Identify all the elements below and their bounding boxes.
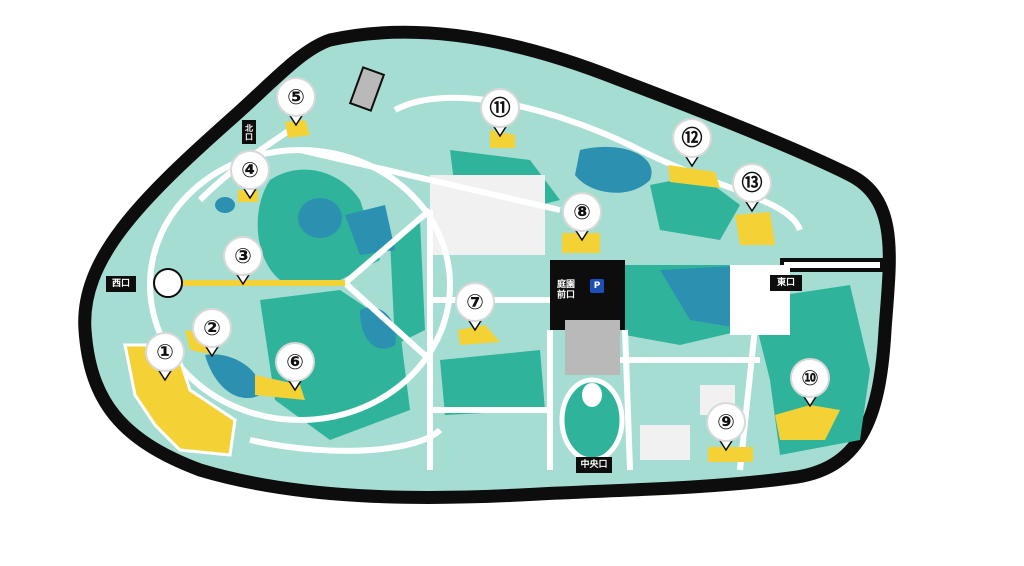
building-south	[640, 425, 690, 460]
map-pin-label: ⑫	[682, 126, 703, 150]
zone-8	[562, 233, 600, 253]
map-pin-circle	[230, 150, 270, 190]
zone-12	[668, 165, 720, 188]
map-pin-circle	[562, 192, 602, 232]
map-pin-label: ⑩	[801, 366, 819, 390]
map-pin-circle	[706, 402, 746, 442]
gate-garden-front[interactable]: 庭園前口	[552, 275, 580, 305]
building-plaza	[565, 320, 620, 375]
forest-center	[390, 220, 425, 345]
map-pin-6[interactable]: ⑥	[275, 342, 315, 392]
map-pin-circle	[275, 342, 315, 382]
zone-7	[458, 325, 500, 345]
map-pin-label: ⑦	[466, 290, 484, 314]
gate-center[interactable]: 中央口	[576, 457, 612, 473]
building-north-dark	[348, 66, 386, 112]
map-pin-label: ④	[241, 158, 259, 182]
map-pin-label: ⑥	[286, 350, 304, 374]
map-pin-2[interactable]: ②	[192, 308, 232, 358]
zone-10	[775, 405, 840, 440]
west-gate-plaza	[153, 268, 183, 298]
map-pin-circle	[192, 308, 232, 348]
map-pin-circle	[672, 118, 712, 158]
pin-layer: ① ② ③ ④ ⑤ ⑥ ⑦ ⑧ ⑨ ⑩ ⑪ ⑫ ⑬	[145, 77, 830, 452]
forest-center-south	[440, 350, 545, 415]
map-pin-circle	[732, 163, 772, 203]
zone-6	[255, 375, 305, 400]
pond-garden	[205, 354, 261, 399]
pond-northwest	[215, 197, 235, 213]
map-pin-12[interactable]: ⑫	[672, 118, 712, 168]
map-pin-8[interactable]: ⑧	[562, 192, 602, 242]
zone-9	[708, 447, 753, 462]
gate-east-label: 東口	[777, 276, 795, 288]
map-pin-circle	[145, 332, 185, 372]
map-pin-label: ②	[203, 316, 221, 340]
pond-north	[575, 146, 652, 193]
gate-east[interactable]: 東口	[770, 275, 802, 291]
parking-sign	[590, 279, 604, 293]
map-pin-10[interactable]: ⑩	[790, 358, 830, 408]
map-pin-label: ⑧	[573, 200, 591, 224]
building-central-block	[430, 175, 545, 255]
gate-north-label: 北口	[245, 123, 253, 141]
zone-11	[490, 130, 515, 148]
gate-west-label: 西口	[112, 278, 130, 289]
map-pin-9[interactable]: ⑨	[706, 402, 746, 452]
map-pin-13[interactable]: ⑬	[732, 163, 772, 213]
gate-west[interactable]: 西口	[106, 276, 136, 292]
map-pin-label: ⑨	[717, 410, 735, 434]
map-pin-circle	[455, 282, 495, 322]
map-pin-label: ⑪	[490, 96, 511, 120]
parking-label: P	[594, 281, 601, 291]
map-pin-label: ⑬	[742, 171, 763, 195]
gate-north[interactable]: 北口	[242, 120, 256, 144]
pond-west	[298, 198, 342, 238]
map-pin-7[interactable]: ⑦	[455, 282, 495, 332]
pond-center	[345, 205, 395, 255]
path-network	[147, 94, 803, 471]
gate-center-label: 中央口	[580, 458, 607, 470]
gate-garden-front-label: 庭園前口	[557, 278, 575, 300]
map-pin-5[interactable]: ⑤	[276, 77, 316, 127]
map-pin-circle	[790, 358, 830, 398]
map-pin-circle	[276, 77, 316, 117]
zone-13	[735, 212, 775, 245]
map-pin-label: ⑤	[287, 85, 305, 109]
map-pin-circle	[223, 236, 263, 276]
map-pin-11[interactable]: ⑪	[480, 88, 520, 138]
zone-5	[285, 120, 310, 138]
map-pin-circle	[480, 88, 520, 128]
map-pin-label: ③	[234, 244, 252, 268]
map-pin-3[interactable]: ③	[223, 236, 263, 286]
map-pin-4[interactable]: ④	[230, 150, 270, 200]
map-pin-1[interactable]: ①	[145, 332, 185, 382]
forest-northeast	[650, 175, 740, 240]
map-pin-label: ①	[156, 340, 174, 364]
